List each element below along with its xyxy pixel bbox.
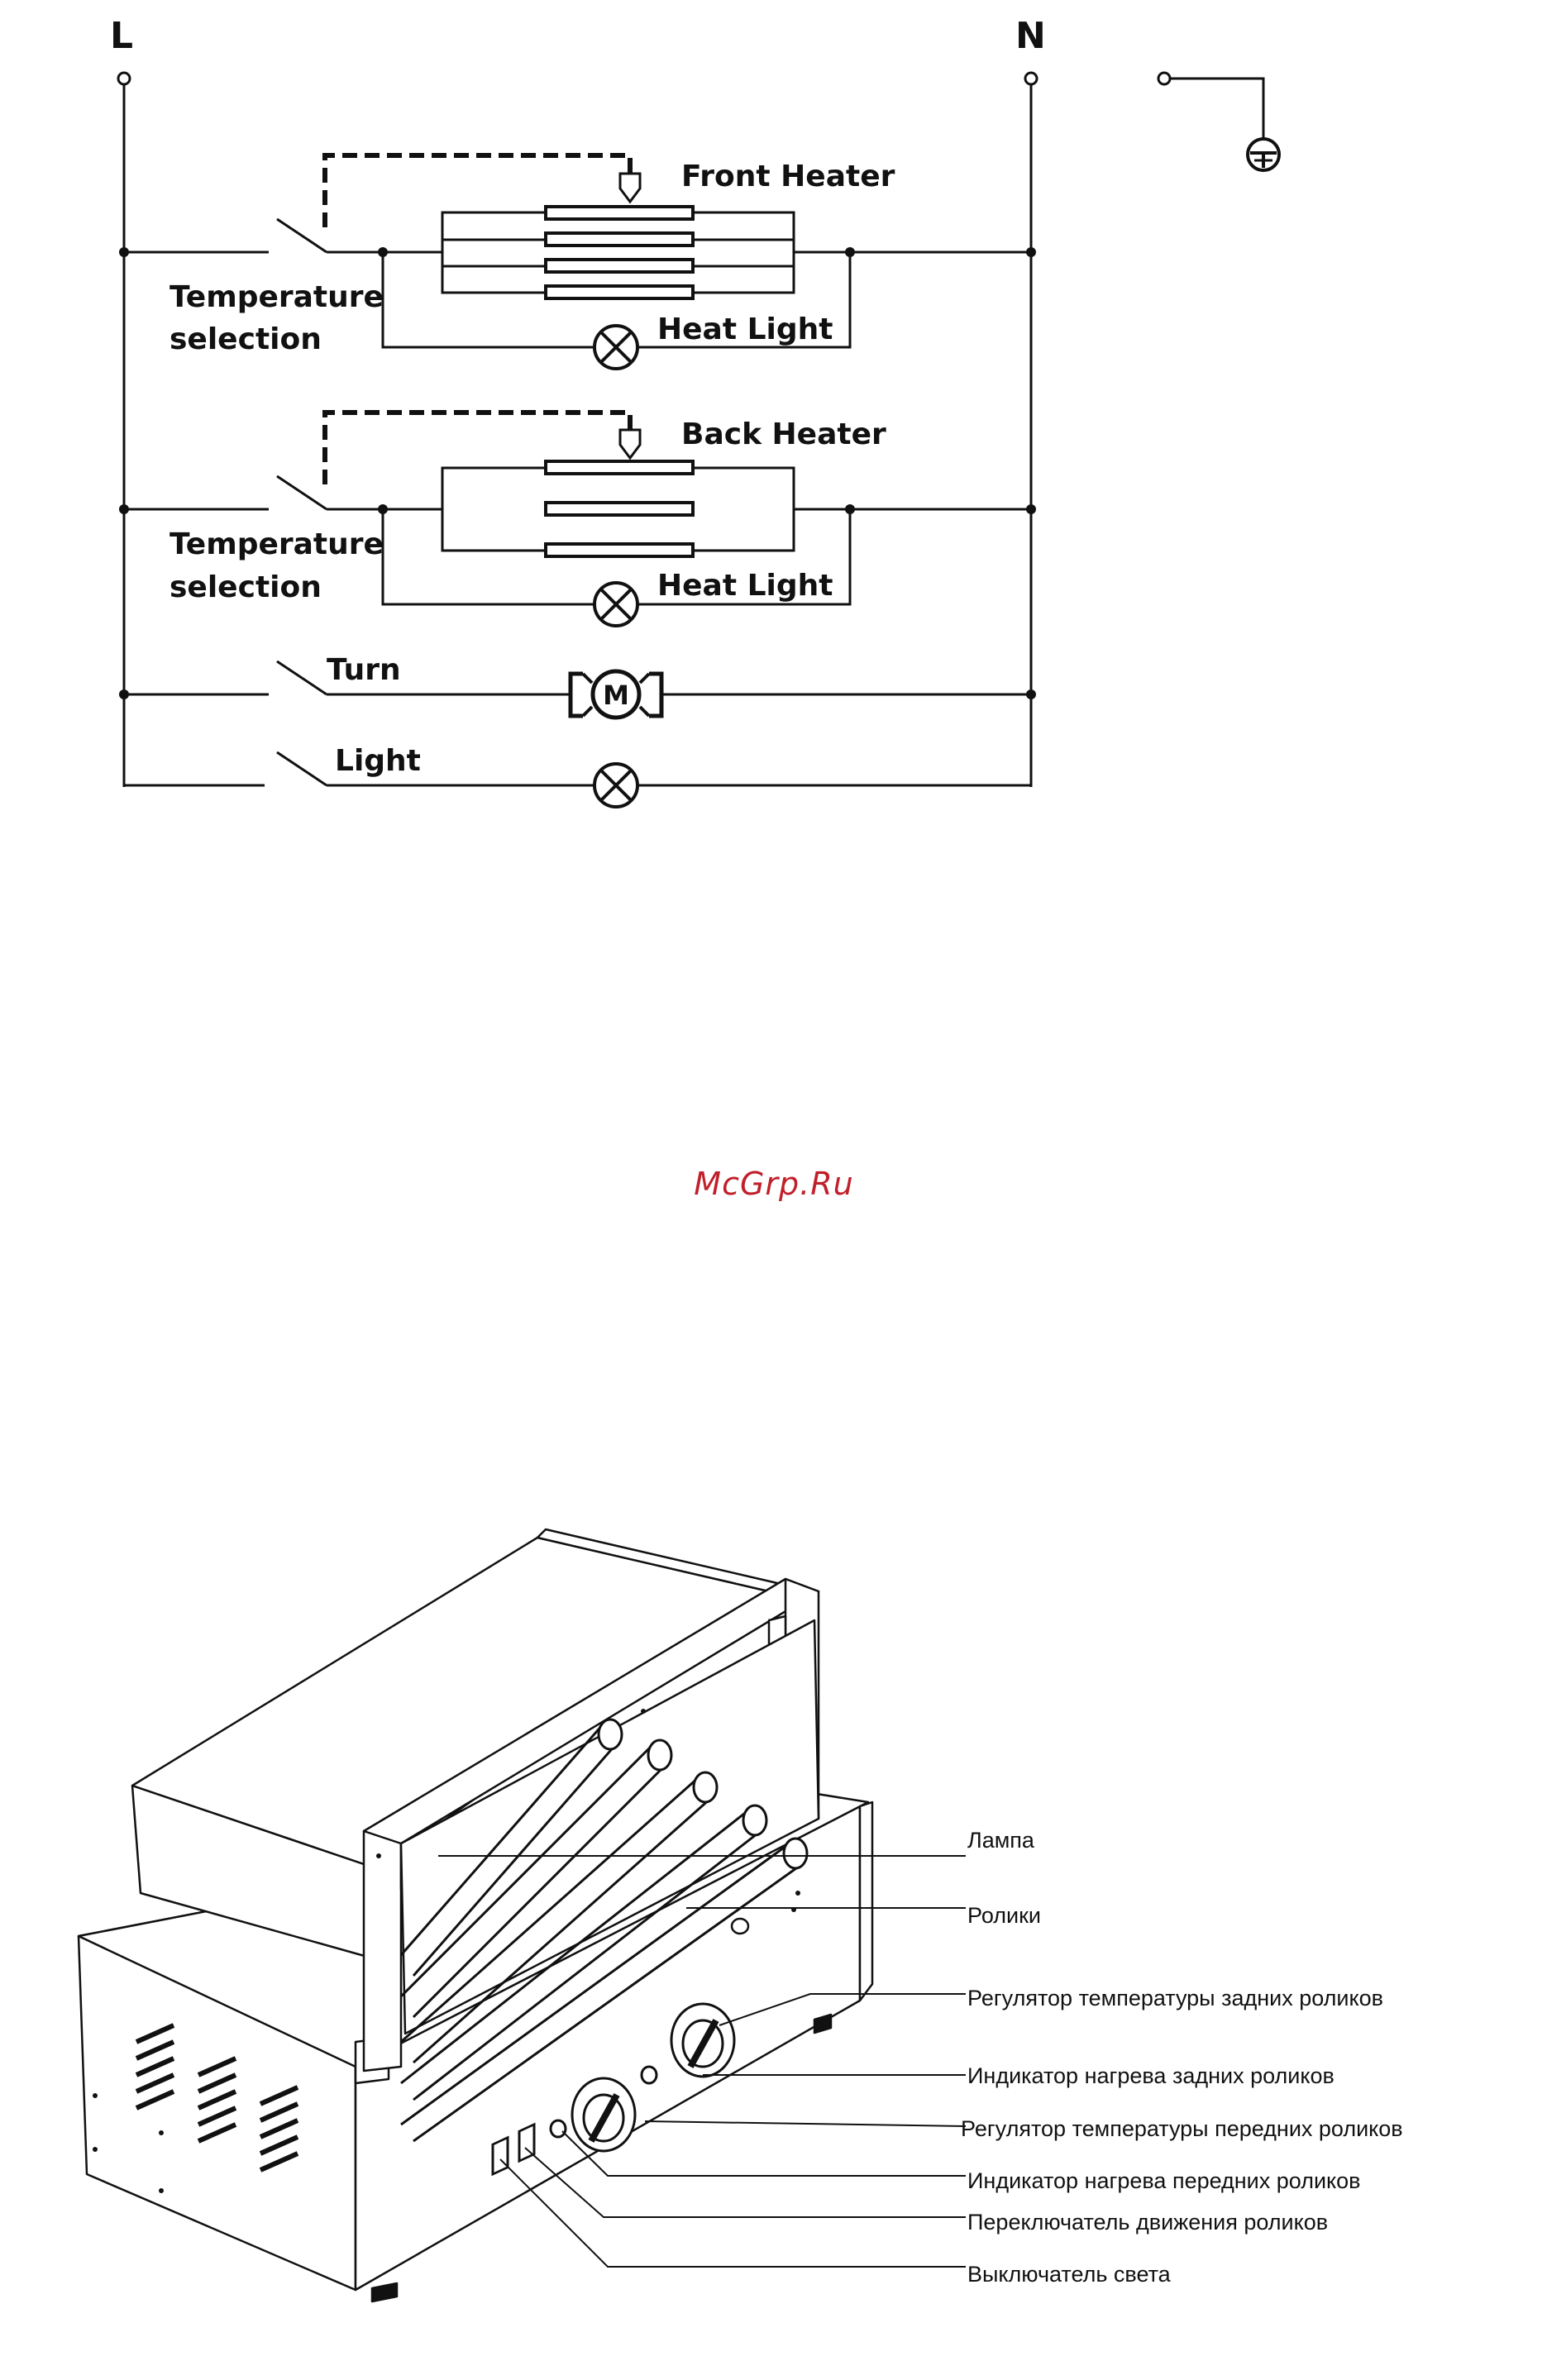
front-heater-circuit bbox=[119, 153, 1036, 370]
light-label: Light bbox=[335, 744, 421, 778]
front-thermostat-probe bbox=[618, 172, 642, 204]
back-heater-element-2 bbox=[544, 501, 695, 517]
rollers bbox=[399, 1718, 809, 2143]
back-thermostat-probe bbox=[618, 428, 642, 460]
front-frame-left bbox=[362, 1817, 403, 2072]
heat-light-1-icon bbox=[593, 324, 639, 370]
front-heater-element-3 bbox=[544, 258, 695, 274]
turn-label: Turn bbox=[327, 653, 401, 687]
callout-lamp: Лампа bbox=[967, 1828, 1035, 1853]
callout-turn-switch: Переключатель движения роликов bbox=[967, 2210, 1328, 2235]
turn-switch[interactable] bbox=[518, 2122, 536, 2163]
callout-rear-temp-regulator: Регулятор температуры задних роликов bbox=[967, 1986, 1383, 2010]
heat-light-1-label: Heat Light bbox=[657, 312, 833, 346]
light-switch[interactable] bbox=[491, 2135, 509, 2177]
watermark-layer: McGrp.Ru bbox=[694, 1166, 853, 1202]
front-heater-element-1 bbox=[544, 205, 695, 221]
vents bbox=[135, 2023, 299, 2173]
heat-light-2-label: Heat Light bbox=[657, 569, 833, 603]
callout-rollers: Ролики bbox=[967, 1903, 1041, 1928]
back-heater-element-1 bbox=[544, 460, 695, 475]
wiring-diagram: L N bbox=[110, 15, 1281, 808]
front-thermostat-link bbox=[322, 153, 633, 227]
callout-front-temp-regulator: Регулятор температуры передних роликов bbox=[961, 2116, 1403, 2141]
watermark: McGrp.Ru bbox=[694, 1166, 853, 1202]
heat-light-2-icon bbox=[593, 581, 639, 627]
back-thermostat-link bbox=[322, 410, 633, 484]
back-heater-circuit bbox=[119, 410, 1036, 627]
callout-rear-heat-indicator: Индикатор нагрева задних роликов bbox=[967, 2063, 1335, 2088]
front-heater-label: Front Heater bbox=[681, 160, 895, 193]
callout-front-heat-indicator: Индикатор нагрева передних роликов bbox=[967, 2168, 1361, 2193]
back-heater-label: Back Heater bbox=[681, 417, 886, 451]
callout-leaders bbox=[438, 1855, 967, 2268]
light-lamp-icon bbox=[593, 762, 639, 808]
temperature-selection-2-line-2: selection bbox=[170, 570, 322, 604]
light-circuit bbox=[124, 751, 1031, 808]
ground-symbol bbox=[1157, 71, 1281, 172]
temperature-selection-1-line-2: selection bbox=[170, 322, 322, 356]
callout-light-switch: Выключатель света bbox=[967, 2262, 1172, 2287]
front-heat-indicator bbox=[549, 2119, 567, 2139]
motor-symbol-label: M bbox=[603, 680, 629, 711]
turn-circuit: M bbox=[119, 660, 1036, 720]
terminal-n-label: N bbox=[1015, 15, 1046, 57]
temperature-selection-2-line-1: Temperature bbox=[170, 527, 384, 561]
rear-temp-knob[interactable] bbox=[670, 2002, 736, 2078]
motor-icon: M bbox=[568, 669, 664, 720]
front-heater-element-4 bbox=[544, 284, 695, 300]
front-heater-element-2 bbox=[544, 231, 695, 247]
terminal-l-label: L bbox=[110, 15, 133, 57]
back-heater-element-3 bbox=[544, 542, 695, 558]
rear-heat-indicator bbox=[640, 2065, 658, 2085]
temperature-selection-1-line-1: Temperature bbox=[170, 280, 384, 314]
front-temp-knob[interactable] bbox=[571, 2077, 637, 2153]
